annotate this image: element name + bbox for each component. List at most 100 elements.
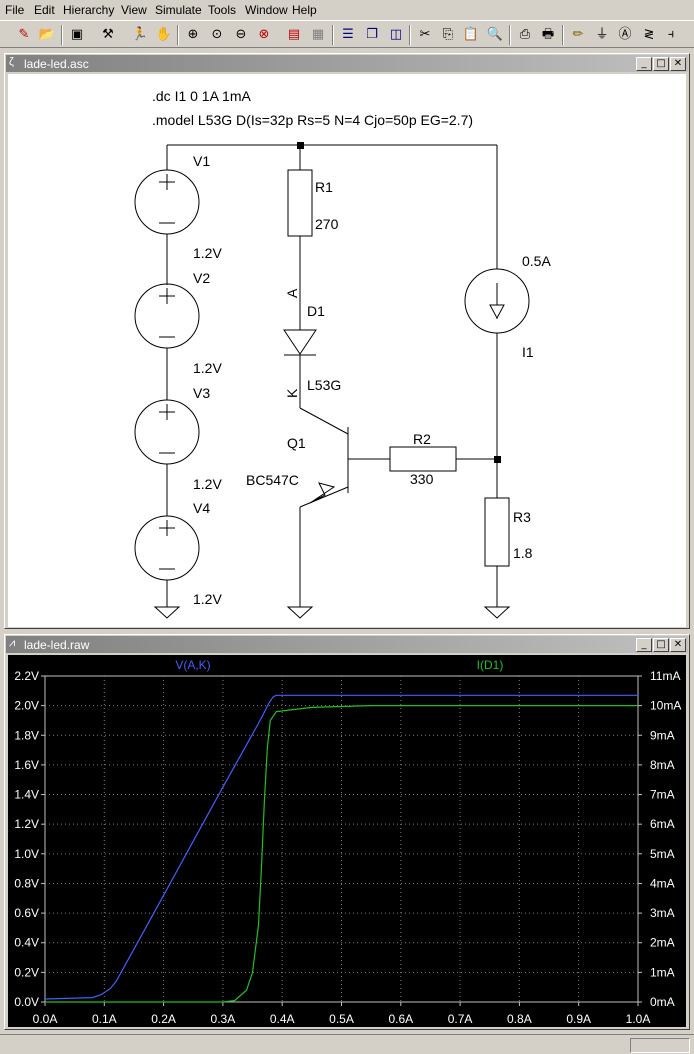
- grid-icon[interactable]: ▦: [311, 27, 325, 42]
- y-left-tick-label: 1.6V: [14, 758, 39, 772]
- menu-tools[interactable]: Tools: [208, 3, 237, 17]
- menu-edit[interactable]: Edit: [34, 3, 55, 17]
- trace-0: [44, 694, 638, 1000]
- resistor-r1[interactable]: [287, 169, 313, 237]
- voltage-source-v2[interactable]: [134, 283, 200, 349]
- save-icon[interactable]: ▣: [70, 27, 84, 42]
- capacitor-icon[interactable]: ⫞: [667, 27, 675, 42]
- voltage-source-v4[interactable]: [134, 515, 200, 581]
- find-icon[interactable]: 🔍: [486, 27, 504, 42]
- y-right-tick-label: 5mA: [650, 847, 675, 861]
- x-tick-label: 0.8A: [507, 1012, 532, 1026]
- menu-file[interactable]: File: [5, 3, 25, 17]
- x-tick-label: 0.1A: [92, 1012, 117, 1026]
- i1-label: I1: [522, 344, 534, 360]
- toolbar: ✎ 📂 ▣ ⚒ 🏃 ✋ ⊕ ⊙ ⊖ ⊗ ▤ ▦ ☰ ❐ ◫ ✂ ⎘ 📋 🔍 ⎙ …: [0, 20, 694, 48]
- voltage-source-v1[interactable]: [134, 169, 200, 235]
- v2-label: V2: [193, 270, 210, 286]
- minimize-button[interactable]: _: [636, 638, 652, 652]
- dc-directive[interactable]: .dc I1 0 1A 1mA: [152, 88, 251, 104]
- schematic-window: ζ lade-led.asc _ □ ✕ .dc I1 0 1A 1mA .mo…: [4, 53, 690, 629]
- menu-help[interactable]: Help: [292, 3, 317, 17]
- toolbar-separator: [177, 25, 179, 45]
- pan-hand-icon[interactable]: ✋: [155, 27, 173, 42]
- y-right-tick-label: 4mA: [650, 876, 675, 890]
- y-left-tick-label: 1.4V: [14, 788, 39, 802]
- resistor-icon[interactable]: ≷: [643, 27, 655, 42]
- y-left-tick-label: 1.0V: [14, 847, 39, 861]
- new-schematic-icon[interactable]: ✎: [18, 27, 30, 42]
- copy-icon[interactable]: ⎘: [442, 27, 454, 42]
- plot-traces: [44, 694, 638, 1003]
- v4-value: 1.2V: [193, 591, 222, 607]
- close-button[interactable]: ✕: [670, 638, 686, 652]
- run-icon[interactable]: 🏃: [131, 27, 149, 42]
- d1-cathode-label: K: [284, 388, 300, 398]
- print-icon[interactable]: 🖶: [541, 27, 555, 42]
- plot-grid: [41, 675, 642, 1006]
- tile-horizontal-icon[interactable]: ☰: [342, 27, 354, 42]
- x-tick-label: 0.0A: [33, 1012, 58, 1026]
- y-left-tick-label: 1.8V: [14, 728, 39, 742]
- menu-hierarchy[interactable]: Hierarchy: [63, 3, 115, 17]
- control-panel-icon[interactable]: ⚒: [102, 27, 114, 42]
- v2-value: 1.2V: [193, 360, 222, 376]
- autorange-icon[interactable]: ▤: [287, 27, 301, 42]
- waveform-icon: ⩘: [9, 637, 16, 649]
- y-right-tick-label: 11mA: [650, 669, 680, 683]
- menu-window[interactable]: Window: [245, 3, 288, 17]
- zoom-area-icon[interactable]: ⊙: [211, 27, 223, 42]
- resistor-r3[interactable]: [484, 497, 510, 567]
- x-tick-label: 0.9A: [566, 1012, 591, 1026]
- transistor-q1[interactable]: [309, 482, 336, 504]
- diode-d1[interactable]: [283, 329, 317, 356]
- v3-label: V3: [193, 385, 210, 401]
- y-right-tick-label: 2mA: [650, 936, 675, 950]
- close-button[interactable]: ✕: [670, 57, 686, 71]
- toolbar-separator: [562, 25, 564, 45]
- q1-value: BC547C: [246, 472, 299, 488]
- waveform-titlebar[interactable]: ⩘ lade-led.raw _ □ ✕: [6, 636, 688, 653]
- open-folder-icon[interactable]: 📂: [38, 27, 56, 42]
- y-left-tick-label: 0.6V: [14, 906, 39, 920]
- zoom-in-icon[interactable]: ⊕: [187, 27, 199, 42]
- cut-icon[interactable]: ✂: [419, 27, 431, 42]
- draw-wire-icon[interactable]: ✏: [572, 27, 584, 42]
- paste-icon[interactable]: 📋: [462, 27, 480, 42]
- toolbar-separator: [61, 25, 63, 45]
- v1-value: 1.2V: [193, 245, 222, 261]
- minimize-button[interactable]: _: [636, 57, 652, 71]
- maximize-button[interactable]: □: [653, 638, 669, 652]
- y-right-tick-label: 9mA: [650, 728, 675, 742]
- y-left-tick-label: 0.0V: [14, 995, 39, 1009]
- d1-label: D1: [307, 303, 325, 319]
- voltage-source-v3[interactable]: [134, 399, 200, 465]
- i1-value: 0.5A: [522, 253, 551, 269]
- schematic-canvas[interactable]: .dc I1 0 1A 1mA .model L53G D(Is=32p Rs=…: [8, 74, 686, 627]
- zoom-cancel-icon[interactable]: ⊗: [258, 27, 270, 42]
- y-right-tick-label: 7mA: [650, 788, 675, 802]
- y-left-tick-label: 0.2V: [14, 965, 39, 979]
- resistor-r2[interactable]: [389, 446, 457, 472]
- label-net-icon[interactable]: Ⓐ: [618, 27, 632, 42]
- ground-icon[interactable]: ⏚: [595, 27, 609, 42]
- x-tick-label: 0.7A: [448, 1012, 473, 1026]
- series-legend-label[interactable]: I(D1): [477, 658, 504, 672]
- current-source-i1[interactable]: [464, 268, 530, 334]
- model-directive[interactable]: .model L53G D(Is=32p Rs=5 N=4 Cjo=50p EG…: [152, 112, 473, 128]
- cascade-icon[interactable]: ❐: [366, 27, 378, 42]
- toolbar-separator: [409, 25, 411, 45]
- menu-simulate[interactable]: Simulate: [155, 3, 202, 17]
- tile-vertical-icon[interactable]: ◫: [389, 27, 403, 42]
- plot-legend[interactable]: V(A,K) I(D1): [175, 658, 503, 672]
- menu-view[interactable]: View: [121, 3, 147, 17]
- r2-value: 330: [410, 471, 434, 487]
- series-legend-label[interactable]: V(A,K): [175, 658, 210, 672]
- print-preview-icon[interactable]: ⎙: [519, 27, 531, 42]
- maximize-button[interactable]: □: [653, 57, 669, 71]
- zoom-out-icon[interactable]: ⊖: [235, 27, 247, 42]
- schematic-titlebar[interactable]: ζ lade-led.asc _ □ ✕: [6, 55, 688, 72]
